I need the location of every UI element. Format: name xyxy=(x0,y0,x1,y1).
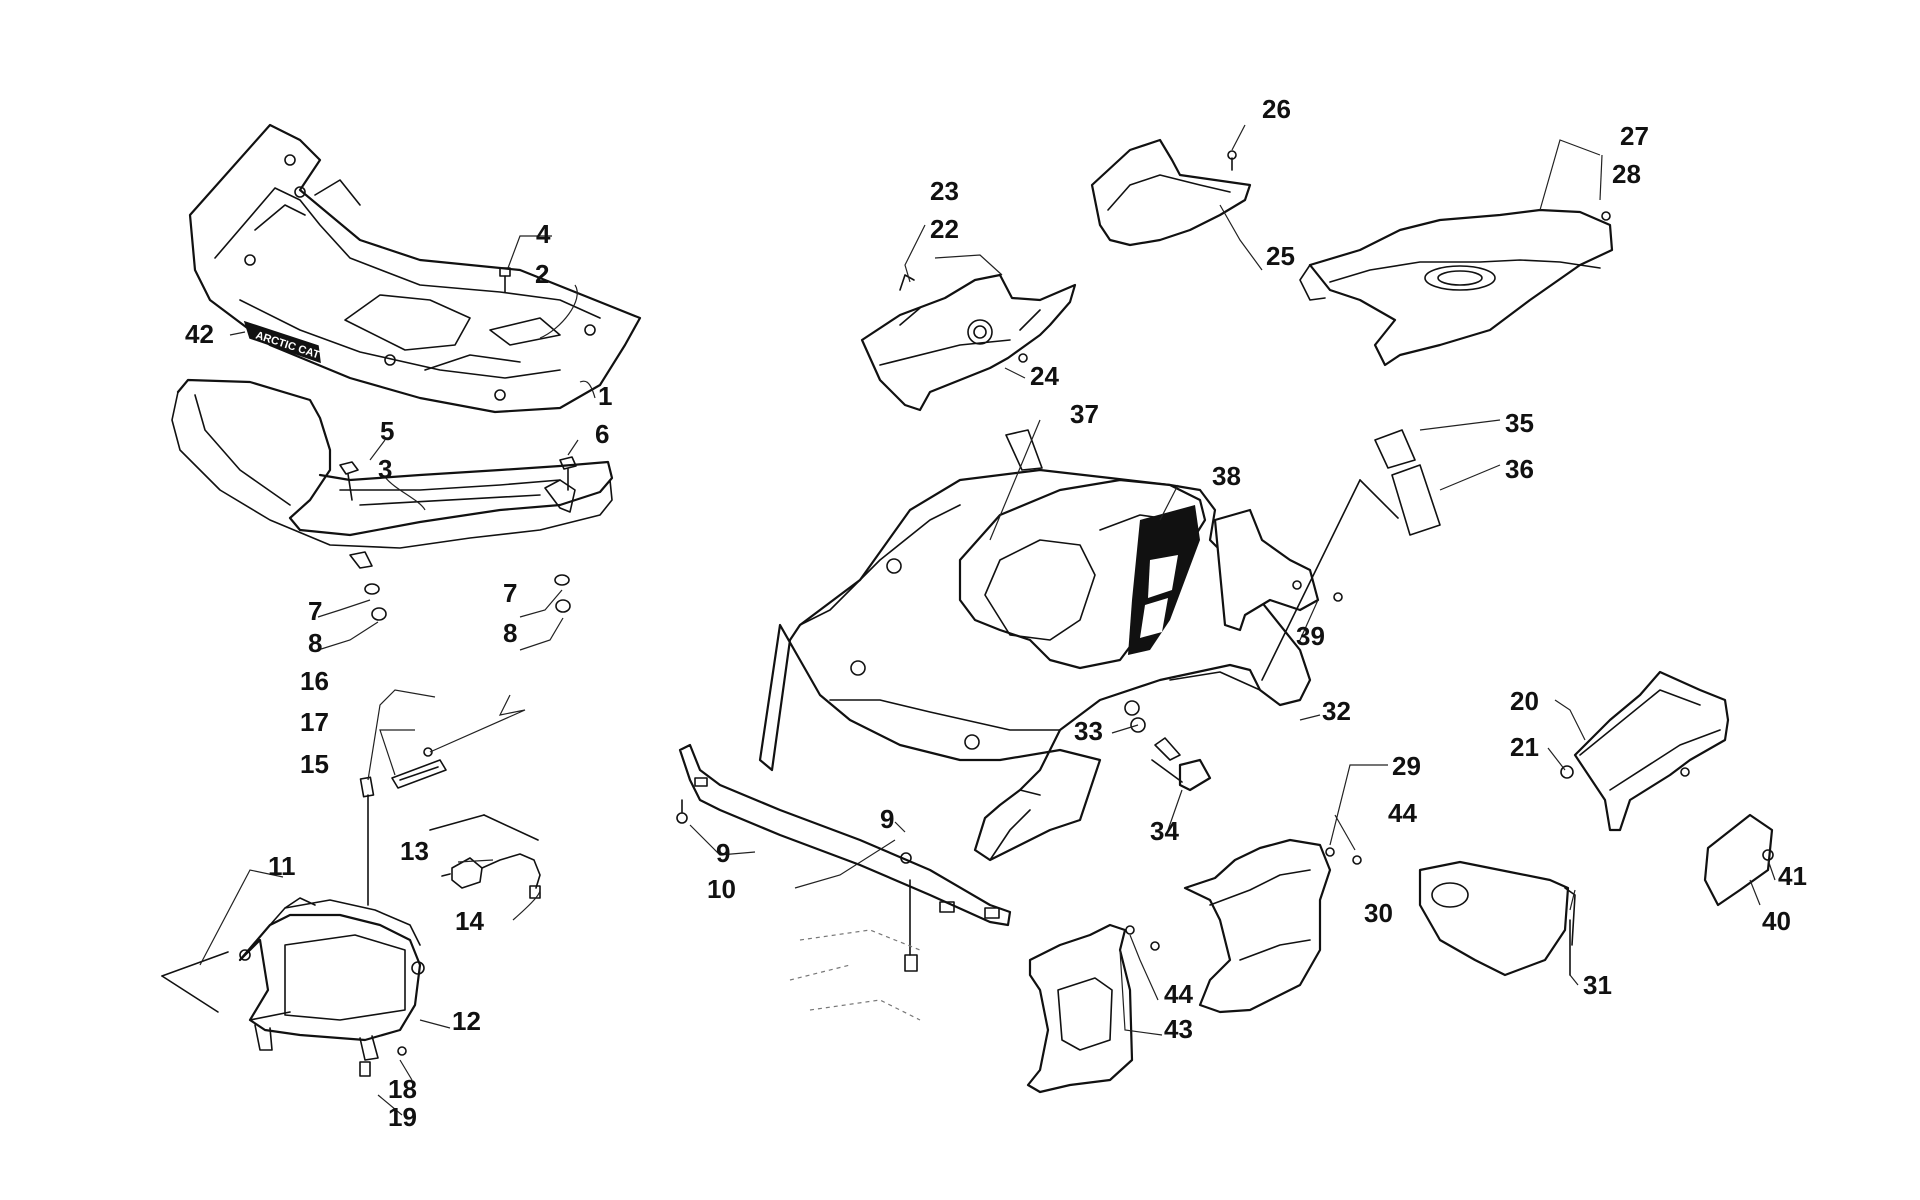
callout-42: 42 xyxy=(185,319,214,349)
callout-22: 22 xyxy=(930,214,959,244)
dash-cover xyxy=(1090,138,1252,247)
callout-19: 19 xyxy=(388,1102,417,1132)
callout-41: 41 xyxy=(1778,861,1807,891)
callout-40: 40 xyxy=(1762,906,1791,936)
callout-2: 2 xyxy=(535,259,549,289)
side-deflector xyxy=(1560,670,1730,832)
callout-17: 17 xyxy=(300,707,329,737)
callout-9-right: 9 xyxy=(880,804,894,834)
callout-20: 20 xyxy=(1510,686,1539,716)
callout-44-lower: 44 xyxy=(1164,979,1193,1009)
splash-guard xyxy=(1026,923,1160,1094)
callout-44-upper: 44 xyxy=(1388,798,1417,828)
headlight-assembly xyxy=(238,897,425,1061)
callout-24: 24 xyxy=(1030,361,1059,391)
callout-3: 3 xyxy=(378,454,392,484)
callout-34: 34 xyxy=(1150,816,1179,846)
callout-4: 4 xyxy=(536,219,551,249)
callout-38: 38 xyxy=(1212,461,1241,491)
callout-31: 31 xyxy=(1583,970,1612,1000)
callout-43: 43 xyxy=(1164,1014,1193,1044)
callout-labels: 1 2 3 4 5 6 7 7 8 8 9 9 10 11 12 13 14 1… xyxy=(185,94,1807,1132)
bumper-hardware xyxy=(339,456,577,621)
callout-12: 12 xyxy=(452,1006,481,1036)
upper-cover xyxy=(1299,208,1614,367)
callout-10: 10 xyxy=(707,874,736,904)
small-side-plate xyxy=(1703,813,1774,907)
rack-emblem xyxy=(489,317,561,346)
leader-lines xyxy=(199,124,1776,1116)
callout-5: 5 xyxy=(380,416,394,446)
lower-guard xyxy=(1418,860,1576,977)
callout-25: 25 xyxy=(1266,241,1295,271)
callout-28: 28 xyxy=(1612,159,1641,189)
callout-1: 1 xyxy=(598,381,612,411)
rack-bolt xyxy=(499,267,511,293)
callout-26: 26 xyxy=(1262,94,1291,124)
callout-8-left: 8 xyxy=(308,628,322,658)
fender-plug xyxy=(1130,717,1212,792)
callout-15: 15 xyxy=(300,749,329,779)
callout-9-left: 9 xyxy=(716,838,730,868)
callout-7-right: 7 xyxy=(503,578,517,608)
fender-side-bracket xyxy=(1213,508,1343,632)
callout-7-left: 7 xyxy=(308,596,322,626)
callout-30: 30 xyxy=(1364,898,1393,928)
callout-6: 6 xyxy=(595,419,609,449)
decals xyxy=(1005,429,1441,681)
callout-13: 13 xyxy=(400,836,429,866)
callout-27: 27 xyxy=(1620,121,1649,151)
callout-16: 16 xyxy=(300,666,329,696)
headlight-adjuster xyxy=(359,1046,407,1077)
headlight-group-outline xyxy=(161,814,539,1013)
callout-21: 21 xyxy=(1510,732,1539,762)
reflector-hardware xyxy=(359,747,447,906)
callout-37: 37 xyxy=(1070,399,1099,429)
callout-18: 18 xyxy=(388,1074,417,1104)
callout-29: 29 xyxy=(1392,751,1421,781)
left-side-panel xyxy=(1183,838,1362,1014)
callout-39: 39 xyxy=(1296,621,1325,651)
callout-36: 36 xyxy=(1505,454,1534,484)
callout-8-right: 8 xyxy=(503,618,517,648)
dash-side-panel xyxy=(860,273,1077,412)
callout-33: 33 xyxy=(1074,716,1103,746)
callout-14: 14 xyxy=(455,906,484,936)
callout-35: 35 xyxy=(1505,408,1534,438)
front-bumper xyxy=(171,378,614,569)
callout-32: 32 xyxy=(1322,696,1351,726)
callout-23: 23 xyxy=(930,176,959,206)
fender-inner-panel xyxy=(958,478,1207,670)
front-rack xyxy=(188,123,642,414)
front-bracket-bar xyxy=(676,743,1012,1021)
callout-11: 11 xyxy=(268,851,296,881)
